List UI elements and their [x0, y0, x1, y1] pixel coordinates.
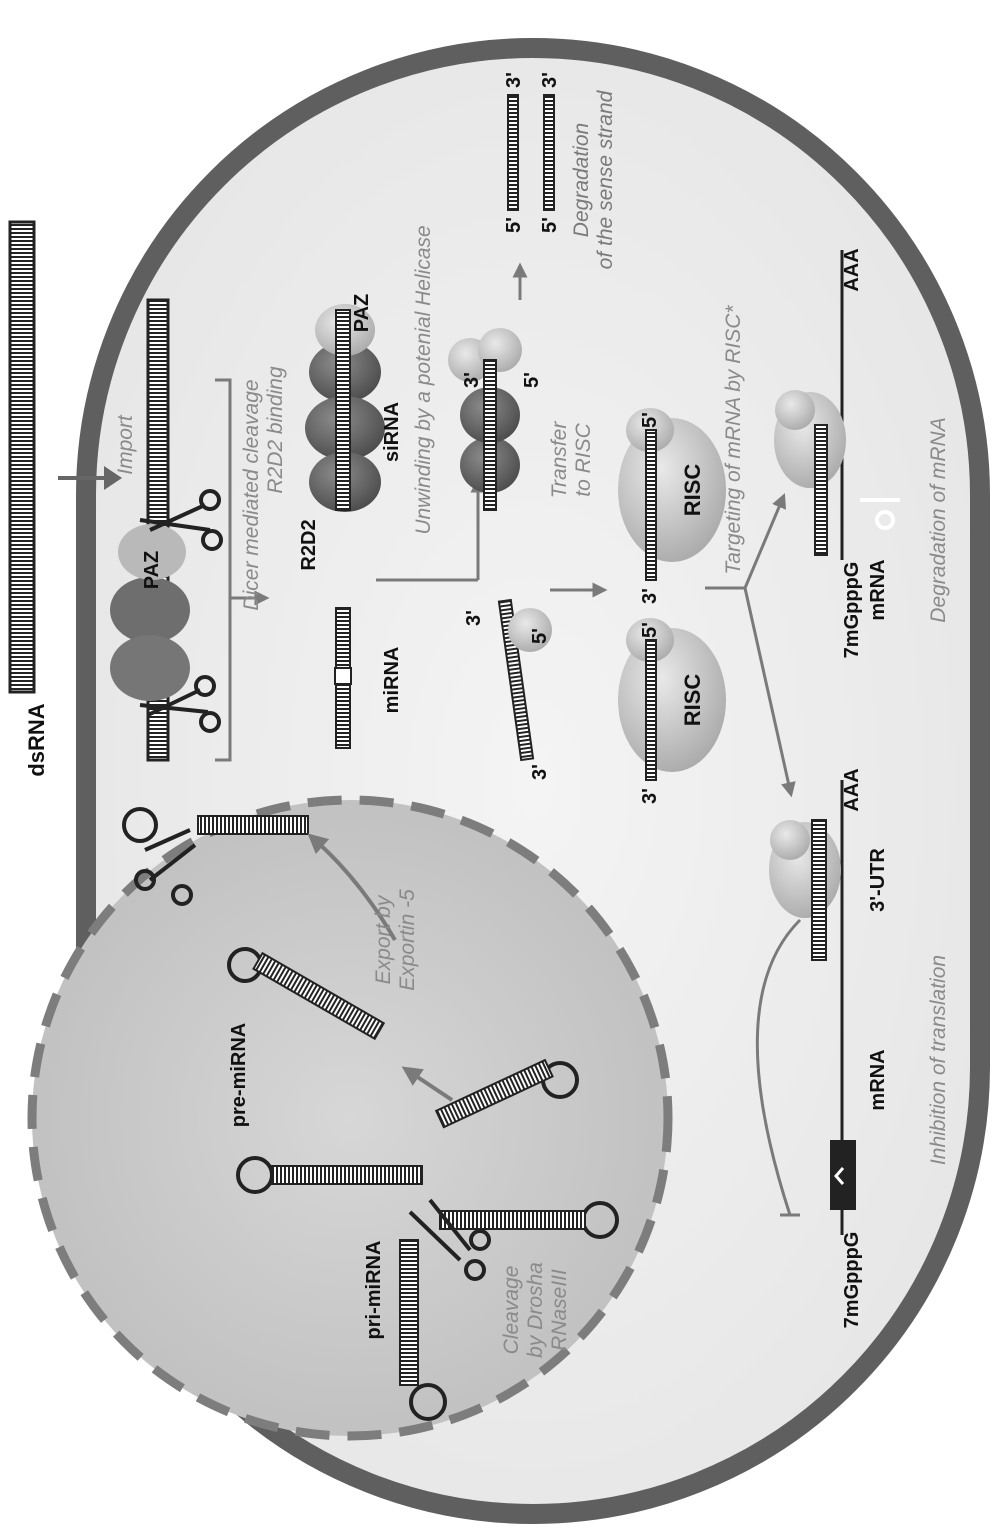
risc-label-left: RISC [680, 674, 705, 727]
export-line2: Exportin -5 [396, 889, 419, 991]
mirna-3prime-bottom: 3' [529, 764, 551, 780]
degradation-sense-line2: of the sense strand [594, 89, 617, 269]
risc-label-right: RISC [680, 464, 705, 517]
sense-3prime-b: 3' [539, 72, 561, 88]
cleavage-line3: RNaseIII [548, 1269, 571, 1351]
paz-label-dicer: PAZ [141, 551, 163, 590]
degradation-mrna-step: Degradation of mRNA [927, 417, 950, 622]
mrna-label-left: mRNA [867, 1049, 889, 1110]
import-step: Import [114, 414, 137, 475]
inhibition-step: Inhibition of translation [927, 955, 950, 1165]
degradation-sense-line1: Degradation [570, 123, 593, 237]
pri-mirna-label: pri-miRNA [363, 1241, 385, 1340]
aaa-left: AAA [841, 768, 863, 811]
dsrna-label: dsRNA [24, 703, 49, 776]
risc-right-5prime: 5' [639, 412, 661, 428]
mrna-label-right: mRNA [867, 559, 889, 620]
cap-right: 7mGpppG [841, 562, 863, 659]
cap-left: 7mGpppG [841, 1232, 863, 1329]
export-line1: Export by [372, 894, 395, 984]
unwinding-step: Unwinding by a potenial Helicase [412, 225, 435, 534]
dsrna-molecule [10, 222, 34, 692]
paz-label-sirna: PAZ [351, 294, 373, 333]
helicase-5prime: 5' [521, 372, 543, 388]
risc-left-3prime: 3' [639, 788, 661, 804]
transfer-line1: Transfer [548, 421, 571, 499]
dicer-step-line2: R2D2 binding [264, 366, 287, 494]
helicase-3prime: 3' [461, 372, 483, 388]
risc-right-3prime: 3' [639, 588, 661, 604]
pre-mirna-label: pre-miRNA [228, 1023, 250, 1127]
dicer-step-line1: Dicer mediated cleavage [240, 379, 263, 610]
cleavage-line2: by Drosha [524, 1262, 547, 1358]
sense-5prime-a: 5' [503, 217, 525, 233]
mirna-5prime: 5' [529, 628, 551, 644]
mirna-3prime-top: 3' [463, 610, 485, 626]
aaa-right: AAA [841, 248, 863, 291]
transfer-line2: to RISC [572, 422, 595, 496]
sirna-dicer-complex [305, 304, 385, 512]
nucleus [32, 800, 668, 1436]
r2d2-label: R2D2 [298, 519, 320, 570]
sense-5prime-b: 5' [539, 217, 561, 233]
mirna-label: miRNA [381, 647, 403, 714]
risc-left-5prime: 5' [639, 622, 661, 638]
sirna-label: siRNA [381, 402, 403, 462]
targeting-step: Targeting of mRNA by RISC* [722, 305, 745, 575]
dicer-enzyme [110, 524, 190, 701]
cleavage-line1: Cleavage [500, 1266, 523, 1355]
utr-label: 3'-UTR [867, 848, 889, 912]
mirna-duplex [335, 608, 351, 748]
sense-3prime-a: 3' [503, 72, 525, 88]
